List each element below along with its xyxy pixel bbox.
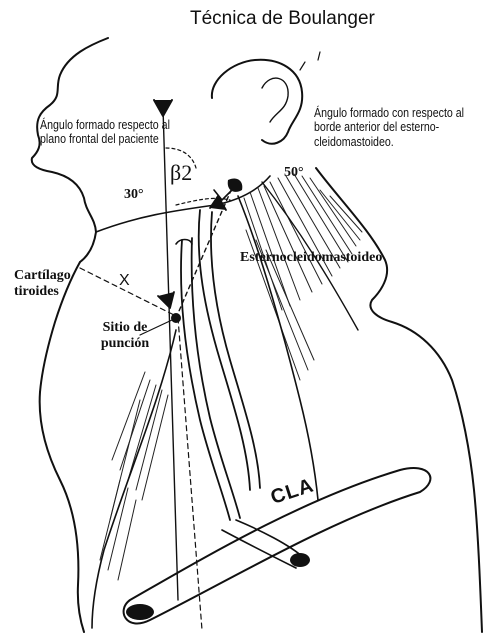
angle-arrow-head [154, 100, 172, 116]
angle-50-label: 50° [284, 165, 304, 181]
face-outline [32, 38, 108, 262]
x-mark-label: X [119, 272, 130, 290]
ear-inner [262, 78, 288, 122]
ear-outline [212, 60, 302, 144]
hair-mark [300, 52, 320, 70]
clavicle-end [126, 604, 154, 620]
muscle-hatching [244, 174, 362, 380]
puncture-site-label: Sitio de punción [80, 320, 170, 352]
left-angle-note: Ángulo formado respecto al plano frontal… [40, 118, 185, 147]
mastoid-tip [228, 178, 243, 191]
muscle-label: Esternocleidomastoideo [240, 250, 382, 266]
cartilage-label: Cartílago tiroides [14, 268, 94, 300]
left-muscle-hatching [100, 372, 168, 580]
puncture-site-dot [171, 313, 181, 323]
tube-top [176, 240, 192, 245]
right-angle-note: Ángulo formado con respecto al borde ant… [314, 106, 484, 149]
neck-front-outline [40, 392, 84, 632]
vessel-b [181, 240, 230, 520]
figure-title: Técnica de Boulanger [190, 8, 375, 30]
arrow-mark [158, 292, 174, 308]
beta-label: β2 [170, 160, 192, 185]
angle-30-label: 30° [124, 187, 144, 203]
